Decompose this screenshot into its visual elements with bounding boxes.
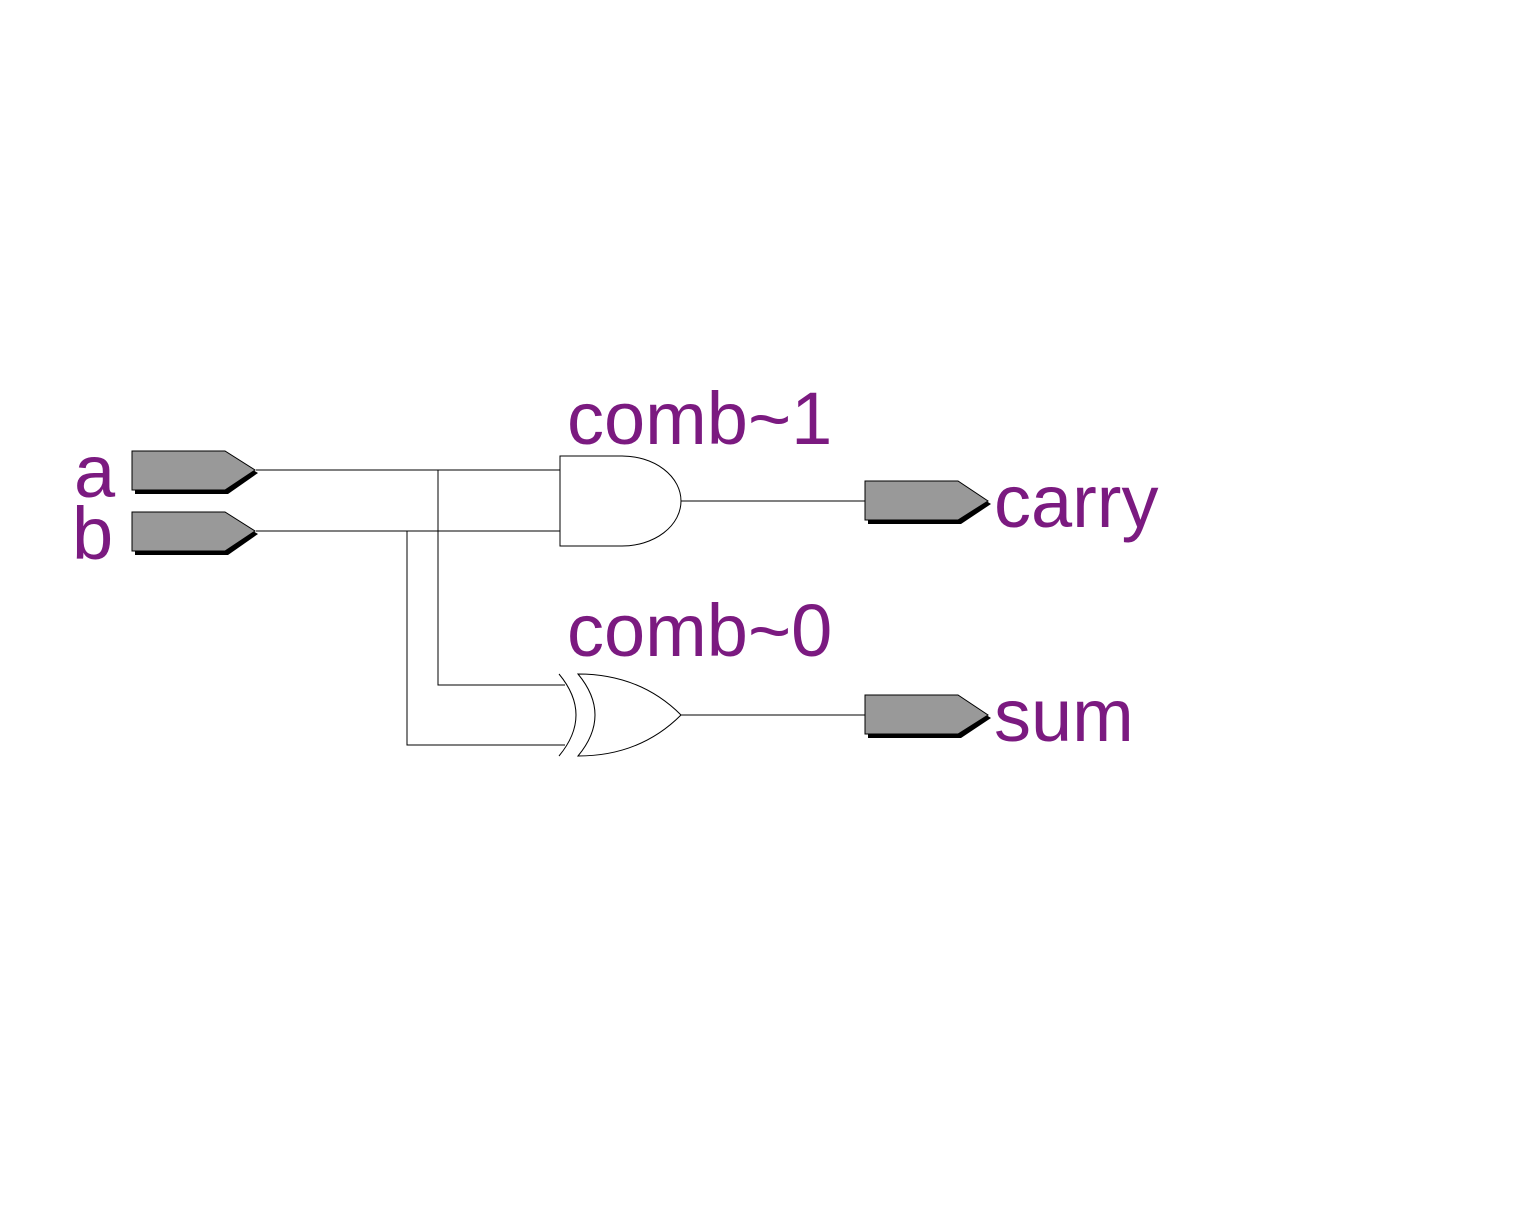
- pin-body: [131, 450, 256, 491]
- output-label-sum: sum: [994, 674, 1134, 757]
- and-gate-comb1[interactable]: comb~1: [559, 377, 832, 547]
- xor-gate-symbol: [576, 673, 682, 757]
- pin-body: [864, 480, 989, 521]
- pin-body: [131, 511, 256, 552]
- input-pin-b[interactable]: b: [72, 492, 258, 575]
- gate-label-comb1: comb~1: [567, 377, 832, 460]
- input-label-b: b: [72, 492, 113, 575]
- wire-a-to-xor: [437, 470, 565, 686]
- and-gate-symbol: [559, 455, 682, 547]
- pin-body: [864, 694, 989, 735]
- wires: [256, 469, 866, 746]
- input-pin-a[interactable]: a: [74, 430, 258, 513]
- input-label-a: a: [74, 430, 116, 513]
- output-pin-carry[interactable]: carry: [864, 460, 1158, 543]
- xor-gate-back-curve: [558, 673, 577, 757]
- output-pin-sum[interactable]: sum: [864, 674, 1134, 757]
- xor-gate-comb0[interactable]: comb~0: [558, 589, 832, 757]
- output-label-carry: carry: [994, 460, 1158, 543]
- wire-b-to-xor: [406, 531, 565, 746]
- gate-label-comb0: comb~0: [567, 589, 832, 672]
